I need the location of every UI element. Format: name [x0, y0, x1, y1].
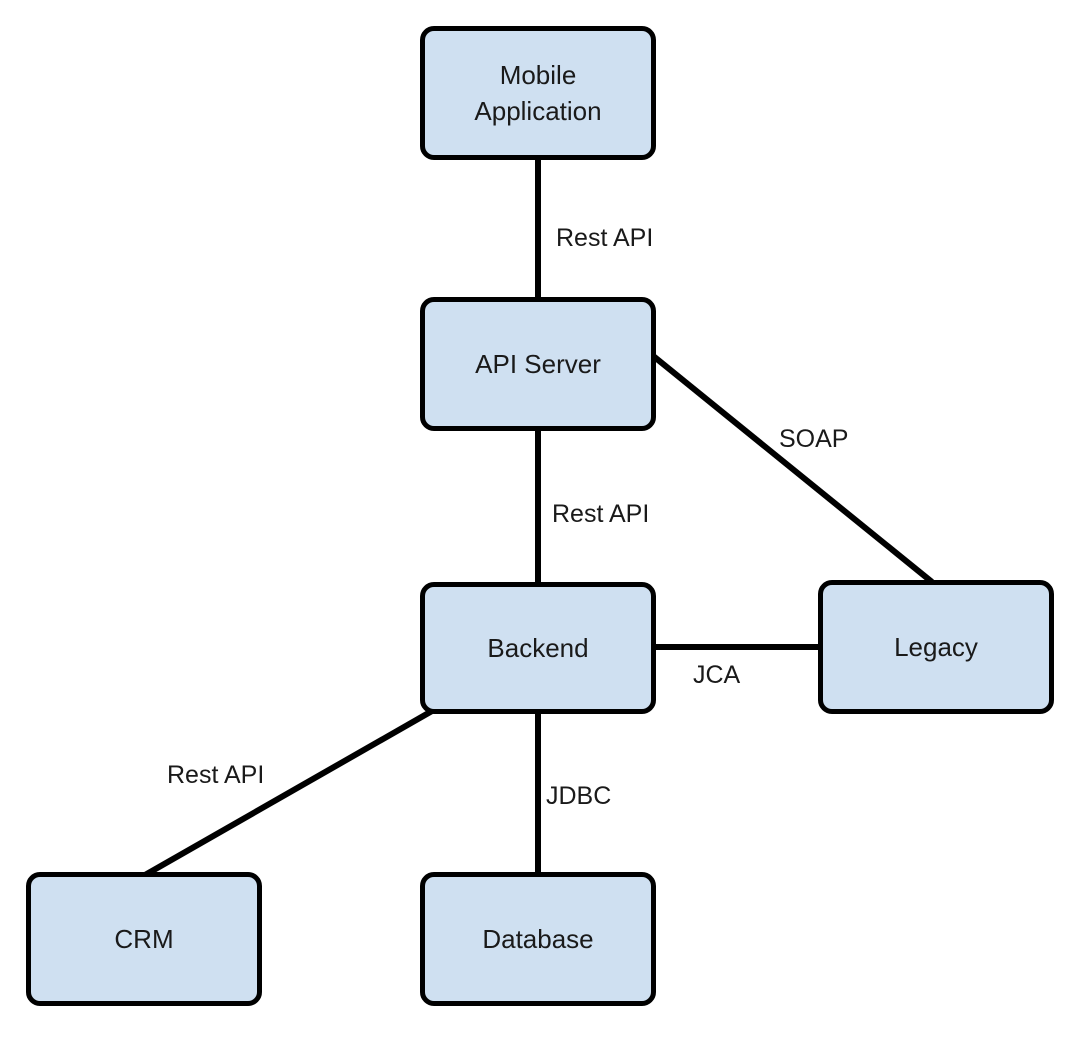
- edge-label-backend-database: JDBC: [546, 782, 612, 810]
- edge-label-api-legacy: SOAP: [779, 425, 849, 453]
- edge-label-api-backend: Rest API: [552, 500, 650, 528]
- node-label: API Server: [475, 349, 601, 379]
- edge-label-mobile-api: Rest API: [556, 224, 654, 252]
- edge-label-backend-crm: Rest API: [167, 761, 265, 789]
- edge-backend-crm-line: [143, 708, 434, 878]
- node-backend: Backend: [420, 582, 656, 714]
- node-api-server: API Server: [420, 297, 656, 431]
- node-label: Mobile Application: [474, 60, 602, 126]
- node-label: Backend: [487, 633, 589, 663]
- node-legacy: Legacy: [818, 580, 1054, 714]
- node-database: Database: [420, 872, 656, 1006]
- edge-api-legacy-line: [650, 352, 934, 585]
- edge-label-backend-legacy: JCA: [693, 661, 741, 689]
- node-label: Legacy: [894, 632, 978, 662]
- node-mobile-application: Mobile Application: [420, 26, 656, 160]
- node-label: CRM: [114, 924, 174, 954]
- node-label: Database: [482, 924, 594, 954]
- node-crm: CRM: [26, 872, 262, 1006]
